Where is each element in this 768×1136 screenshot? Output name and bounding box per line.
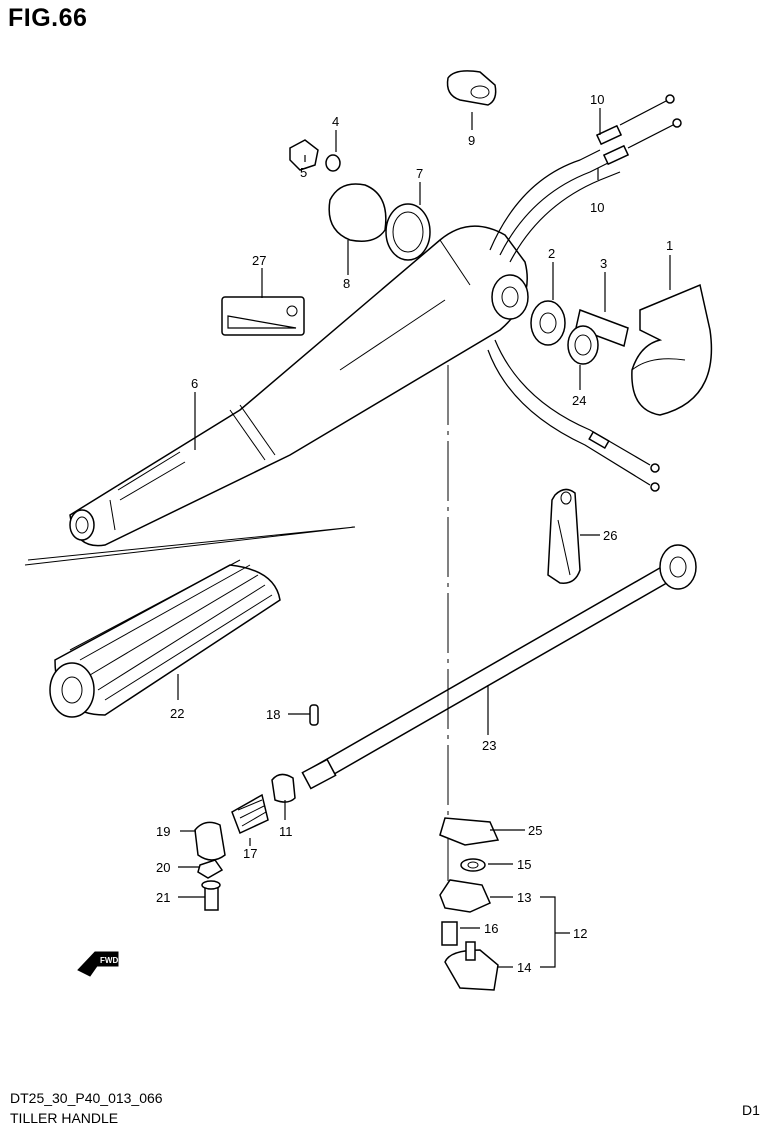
callout-18: 18 <box>266 707 280 722</box>
callout-19: 19 <box>156 824 170 839</box>
callout-21: 21 <box>156 890 170 905</box>
callout-12: 12 <box>573 926 587 941</box>
callout-16: 16 <box>484 921 498 936</box>
upper-small-parts <box>289 70 713 416</box>
fwd-arrow-icon: FWD <box>77 951 119 977</box>
callout-1: 1 <box>666 238 673 253</box>
callout-24: 24 <box>572 393 586 408</box>
callout-11: 11 <box>279 824 293 839</box>
callout-13: 13 <box>517 890 531 905</box>
leader-lines <box>177 108 671 968</box>
callout-26: 26 <box>603 528 617 543</box>
callout-5: 5 <box>300 165 307 180</box>
callout-7: 7 <box>416 166 423 181</box>
callout-25: 25 <box>528 823 542 838</box>
callout-22: 22 <box>170 706 184 721</box>
throttle-cables <box>487 94 682 492</box>
callout-14: 14 <box>517 960 531 975</box>
lower-parts <box>194 365 697 991</box>
callout-10a: 10 <box>590 92 604 107</box>
callout-17: 17 <box>243 846 257 861</box>
callout-3: 3 <box>600 256 607 271</box>
callout-6: 6 <box>191 376 198 391</box>
edge-mark: D1 <box>742 1102 760 1118</box>
diagram-name: TILLER HANDLE <box>10 1110 119 1126</box>
tiller-arm <box>69 225 529 547</box>
callout-8: 8 <box>343 276 350 291</box>
callout-9: 9 <box>468 133 475 148</box>
callout-2: 2 <box>548 246 555 261</box>
throttle-grip <box>24 526 356 718</box>
callout-23: 23 <box>482 738 496 753</box>
caution-decal <box>221 296 305 336</box>
figure-title: FIG.66 <box>8 4 88 32</box>
callout-4: 4 <box>332 114 339 129</box>
callout-10b: 10 <box>590 200 604 215</box>
callout-27: 27 <box>252 253 266 268</box>
callout-20: 20 <box>156 860 170 875</box>
diagram-code: DT25_30_P40_013_066 <box>10 1090 163 1106</box>
callout-labels: 1 2 3 4 5 6 7 8 9 10 10 11 12 13 14 15 1… <box>156 92 673 975</box>
callout-15: 15 <box>517 857 531 872</box>
svg-text:FWD: FWD <box>100 956 118 965</box>
